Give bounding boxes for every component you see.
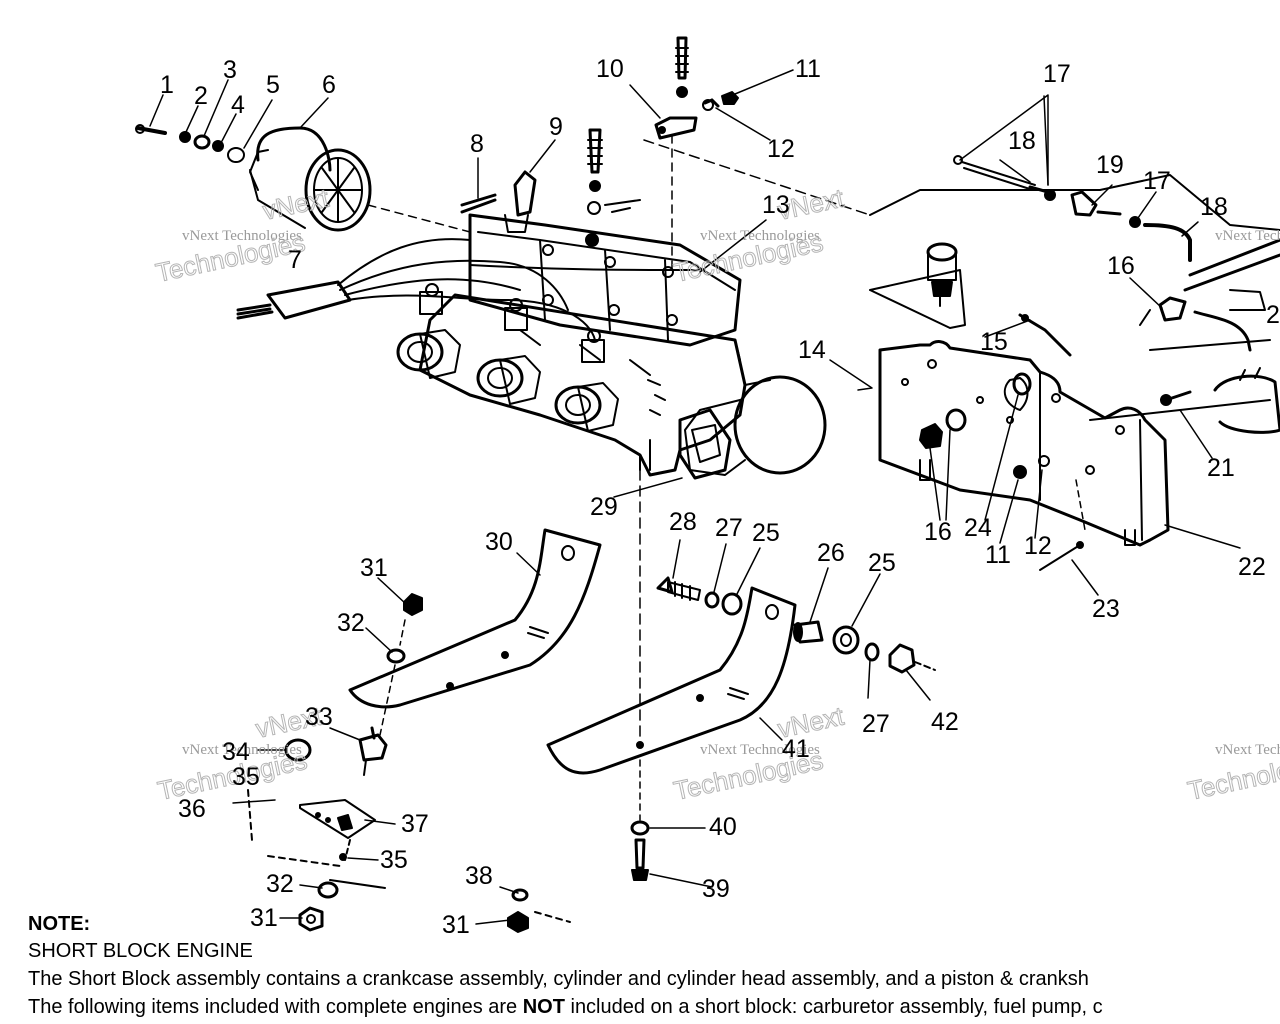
callout-26: 26 bbox=[817, 539, 845, 567]
callout-27: 27 bbox=[862, 710, 890, 738]
callouts: 1 2 3 4 5 6 7 8 9 10 11 12 13 14 15 16 1… bbox=[160, 55, 1280, 939]
callout-6: 6 bbox=[322, 71, 336, 99]
callout-15: 15 bbox=[980, 328, 1008, 356]
callout-31: 31 bbox=[442, 911, 470, 939]
callout-19: 19 bbox=[1096, 151, 1124, 179]
callout-33: 33 bbox=[305, 703, 333, 731]
callout-32: 32 bbox=[337, 609, 365, 637]
watermark-text: vNext Technologies bbox=[182, 228, 302, 244]
callout-2: 2 bbox=[1266, 301, 1280, 329]
callout-13: 13 bbox=[762, 191, 790, 219]
note-line-2-emphasis: NOT bbox=[522, 996, 565, 1018]
starter-motor bbox=[1160, 367, 1280, 434]
callout-7: 7 bbox=[288, 246, 302, 274]
engine-block bbox=[418, 213, 827, 480]
leader-lines bbox=[149, 69, 1241, 925]
callout-11: 11 bbox=[795, 55, 821, 83]
watermark-text: vNext Technologies bbox=[182, 742, 302, 758]
callout-21: 21 bbox=[1207, 454, 1235, 482]
callout-27: 27 bbox=[715, 514, 743, 542]
mount-bracket-41 bbox=[546, 586, 797, 775]
carburetor-assembly bbox=[396, 283, 619, 432]
callout-14: 14 bbox=[798, 336, 826, 364]
watermark-text: vNext Technologies bbox=[1215, 742, 1280, 758]
callout-11: 11 bbox=[985, 541, 1011, 569]
callout-4: 4 bbox=[231, 91, 245, 119]
callout-39: 39 bbox=[702, 875, 730, 903]
callout-31: 31 bbox=[360, 554, 388, 582]
note-line-2: The following items included with comple… bbox=[28, 996, 1103, 1019]
solenoid bbox=[869, 242, 1072, 357]
callout-16: 16 bbox=[1107, 252, 1135, 280]
watermark-text: vNext Technologies bbox=[700, 742, 820, 758]
callout-38: 38 bbox=[465, 862, 493, 890]
callout-40: 40 bbox=[709, 813, 737, 841]
callout-41: 41 bbox=[782, 735, 810, 763]
callout-18: 18 bbox=[1200, 193, 1228, 221]
callout-31: 31 bbox=[250, 904, 278, 932]
callout-35: 35 bbox=[380, 846, 408, 874]
callout-28: 28 bbox=[669, 508, 697, 536]
note-heading: NOTE: bbox=[28, 913, 91, 935]
callout-42: 42 bbox=[931, 708, 959, 736]
plate-hardware bbox=[919, 372, 1086, 571]
head-bolts bbox=[585, 128, 641, 247]
callout-37: 37 bbox=[401, 810, 429, 838]
callout-2: 2 bbox=[194, 82, 208, 110]
wire-harness bbox=[236, 238, 701, 341]
callout-34: 34 bbox=[222, 738, 250, 766]
callout-23: 23 bbox=[1092, 595, 1120, 623]
callout-24: 24 bbox=[964, 514, 992, 542]
callout-18: 18 bbox=[1008, 127, 1036, 155]
callout-1: 1 bbox=[160, 71, 174, 99]
note-line-2-text: The following items included with comple… bbox=[28, 996, 523, 1018]
callout-25: 25 bbox=[752, 519, 780, 547]
callout-12: 12 bbox=[767, 135, 795, 163]
callout-32: 32 bbox=[266, 870, 294, 898]
callout-22: 22 bbox=[1238, 553, 1266, 581]
note-line-2-text-end: included on a short block: carburetor as… bbox=[564, 996, 1103, 1018]
top-bracket bbox=[643, 36, 871, 271]
callout-16: 16 bbox=[924, 518, 952, 546]
left-mount-hardware bbox=[247, 593, 423, 932]
callout-36: 36 bbox=[178, 795, 206, 823]
watermark-text: vNext bbox=[260, 183, 332, 226]
callout-8: 8 bbox=[470, 130, 484, 158]
callout-35: 35 bbox=[232, 763, 260, 791]
bracket-hardware bbox=[656, 576, 936, 674]
callout-12: 12 bbox=[1024, 532, 1052, 560]
callout-9: 9 bbox=[549, 113, 563, 141]
note-subheading: SHORT BLOCK ENGINE bbox=[28, 940, 253, 962]
mount-bracket-30 bbox=[348, 528, 602, 709]
spark-plug-wire bbox=[460, 170, 537, 233]
watermark-text: vNext Technologies bbox=[700, 228, 820, 244]
callout-3: 3 bbox=[223, 56, 237, 84]
callout-17: 17 bbox=[1043, 60, 1071, 88]
callout-5: 5 bbox=[266, 71, 280, 99]
callout-29: 29 bbox=[590, 493, 618, 521]
fuel-line bbox=[953, 155, 1280, 352]
callout-30: 30 bbox=[485, 528, 513, 556]
center-mount-hardware bbox=[507, 469, 650, 933]
note-line-1: The Short Block assembly contains a cran… bbox=[28, 968, 1089, 990]
watermark-text: vNext Technologies bbox=[1215, 228, 1280, 244]
callout-17: 17 bbox=[1143, 167, 1171, 195]
callout-10: 10 bbox=[596, 55, 624, 83]
callout-25: 25 bbox=[868, 549, 896, 577]
